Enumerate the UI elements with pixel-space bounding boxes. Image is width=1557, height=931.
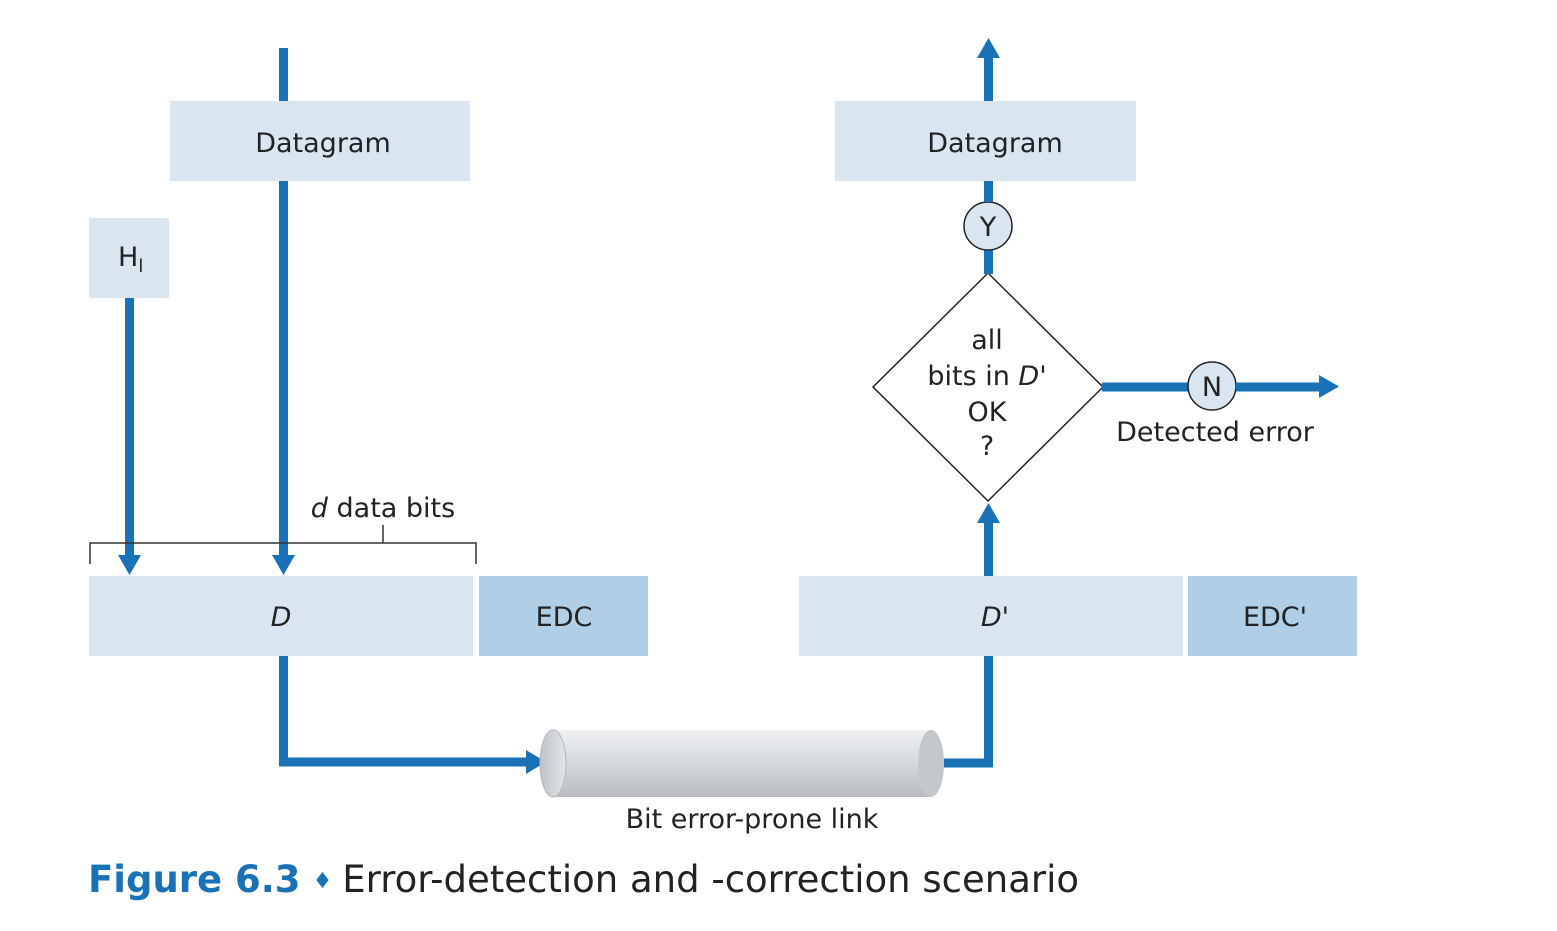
no-to-error-line (1236, 382, 1322, 392)
decision-line-3: OK (968, 397, 1008, 428)
header-to-d-line (125, 298, 134, 559)
caption-separator-icon: ♦ (312, 869, 333, 894)
sender-edc-label: EDC (536, 602, 593, 633)
decision-line-1: all (971, 325, 1003, 356)
receiver-datagram-label: Datagram (927, 128, 1063, 159)
receiver-d-box (799, 576, 1183, 656)
receiver-d-label: D' (981, 602, 1009, 633)
no-label: N (1202, 372, 1222, 403)
header-label: Hl (118, 242, 143, 277)
receiver-output-line (984, 54, 993, 101)
data-bits-brace (89, 525, 477, 564)
datagram-to-d-arrowhead (272, 555, 295, 575)
header-to-d-arrowhead (118, 555, 141, 575)
figure-caption: Figure 6.3 ♦ Error-detection and -correcti… (88, 858, 1079, 901)
sender-datagram-label: Datagram (255, 128, 391, 159)
figure-number: Figure 6.3 (88, 858, 301, 901)
dprime-to-decision-arrowhead (977, 503, 1000, 523)
decision-line-2: bits in D' (927, 361, 1046, 392)
sender-datagram-box (170, 101, 470, 181)
dprime-to-decision-line (984, 519, 993, 576)
yes-label: Y (979, 212, 997, 243)
decision-line-4: ? (980, 431, 994, 462)
data-bits-label: d data bits (311, 493, 455, 524)
header-subscript: l (138, 256, 143, 277)
decision-diamond (871, 271, 1105, 503)
caption-text: Error-detection and -correction scenario (342, 858, 1080, 901)
link-label: Bit error-prone link (626, 804, 879, 835)
receiver-output-arrowhead (977, 38, 1000, 58)
decision-to-no-line (1102, 382, 1188, 392)
receiver-edc-label: EDC' (1243, 602, 1307, 633)
receiver-datagram-box (835, 101, 1136, 181)
detected-error-label: Detected error (1116, 417, 1315, 448)
sender-d-box (89, 576, 473, 656)
link-to-dprime-line (944, 656, 993, 768)
d-to-link-arrowhead (526, 750, 546, 774)
datagram-to-d-line (279, 181, 288, 559)
sender-edc-box (479, 576, 648, 656)
header-box (89, 218, 169, 298)
receiver-edc-box (1188, 576, 1357, 656)
sender-input-line (279, 48, 288, 102)
error-arrowhead (1319, 375, 1339, 398)
decision-to-yes-line (984, 250, 993, 274)
sender-d-label: D (271, 602, 292, 633)
yes-to-datagram-line (984, 181, 993, 202)
d-to-link-line (279, 656, 528, 767)
link-pipe (539, 729, 944, 798)
